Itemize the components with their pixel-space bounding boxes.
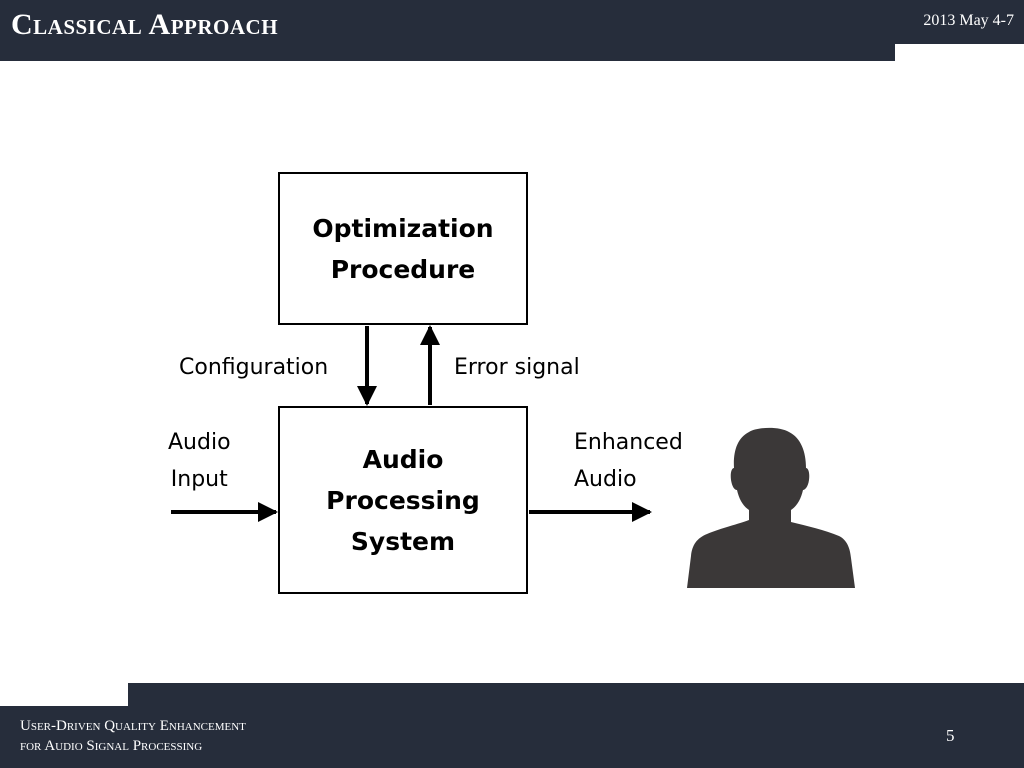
footer-notch bbox=[0, 683, 128, 706]
optimization-procedure-block: Optimization Procedure bbox=[278, 172, 528, 325]
error-signal-label: Error signal bbox=[454, 355, 580, 380]
slide-title: Classical Approach bbox=[11, 8, 279, 41]
audio-input-label: Audio Input bbox=[168, 430, 231, 492]
enhanced-audio-label: Enhanced Audio bbox=[574, 430, 683, 492]
header-notch bbox=[895, 44, 1024, 61]
person-silhouette-icon bbox=[687, 427, 855, 588]
slide-date: 2013 May 4-7 bbox=[923, 12, 1014, 29]
footer-title-line-2: for Audio Signal Processing bbox=[20, 738, 203, 754]
audio-processing-system-block: Audio Processing System bbox=[278, 406, 528, 594]
page-number: 5 bbox=[946, 726, 955, 745]
footer-title: User-Driven Quality Enhancement for Audi… bbox=[20, 716, 246, 756]
configuration-label: Configuration bbox=[179, 355, 329, 380]
header-bar bbox=[0, 0, 1024, 61]
footer-title-line-1: User-Driven Quality Enhancement bbox=[20, 718, 246, 734]
footer-bar bbox=[0, 683, 1024, 768]
